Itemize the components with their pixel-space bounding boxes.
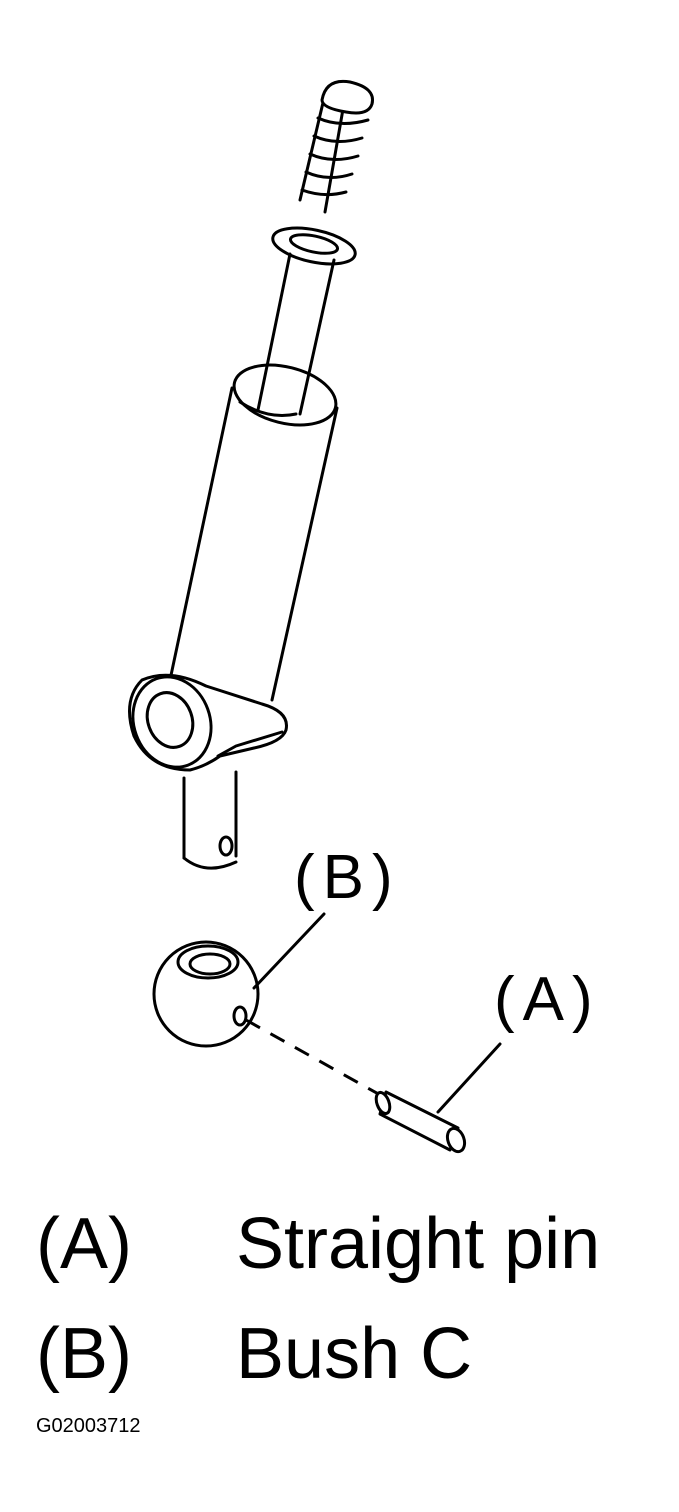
outer-tube [168, 363, 339, 702]
yoke-eye [128, 673, 288, 772]
assembly-dash-line [245, 1018, 383, 1098]
threaded-rod-tip [298, 79, 375, 214]
legend-text: Straight pin [236, 1204, 601, 1284]
legend-key: (B) [36, 1314, 132, 1394]
lower-pin-stub [182, 770, 238, 870]
callout-b: (B) [294, 843, 401, 912]
bush-c-ball [152, 940, 260, 1048]
rod-shaft [256, 252, 336, 416]
rod-collar [271, 226, 357, 266]
leader-line-b [252, 912, 326, 990]
straight-pin [374, 1090, 467, 1154]
callout-a: (A) [494, 965, 601, 1034]
figure-id: G02003712 [36, 1415, 141, 1437]
leader-line-a [436, 1042, 502, 1114]
legend-text: Bush C [236, 1314, 473, 1394]
legend-key: (A) [36, 1204, 132, 1284]
